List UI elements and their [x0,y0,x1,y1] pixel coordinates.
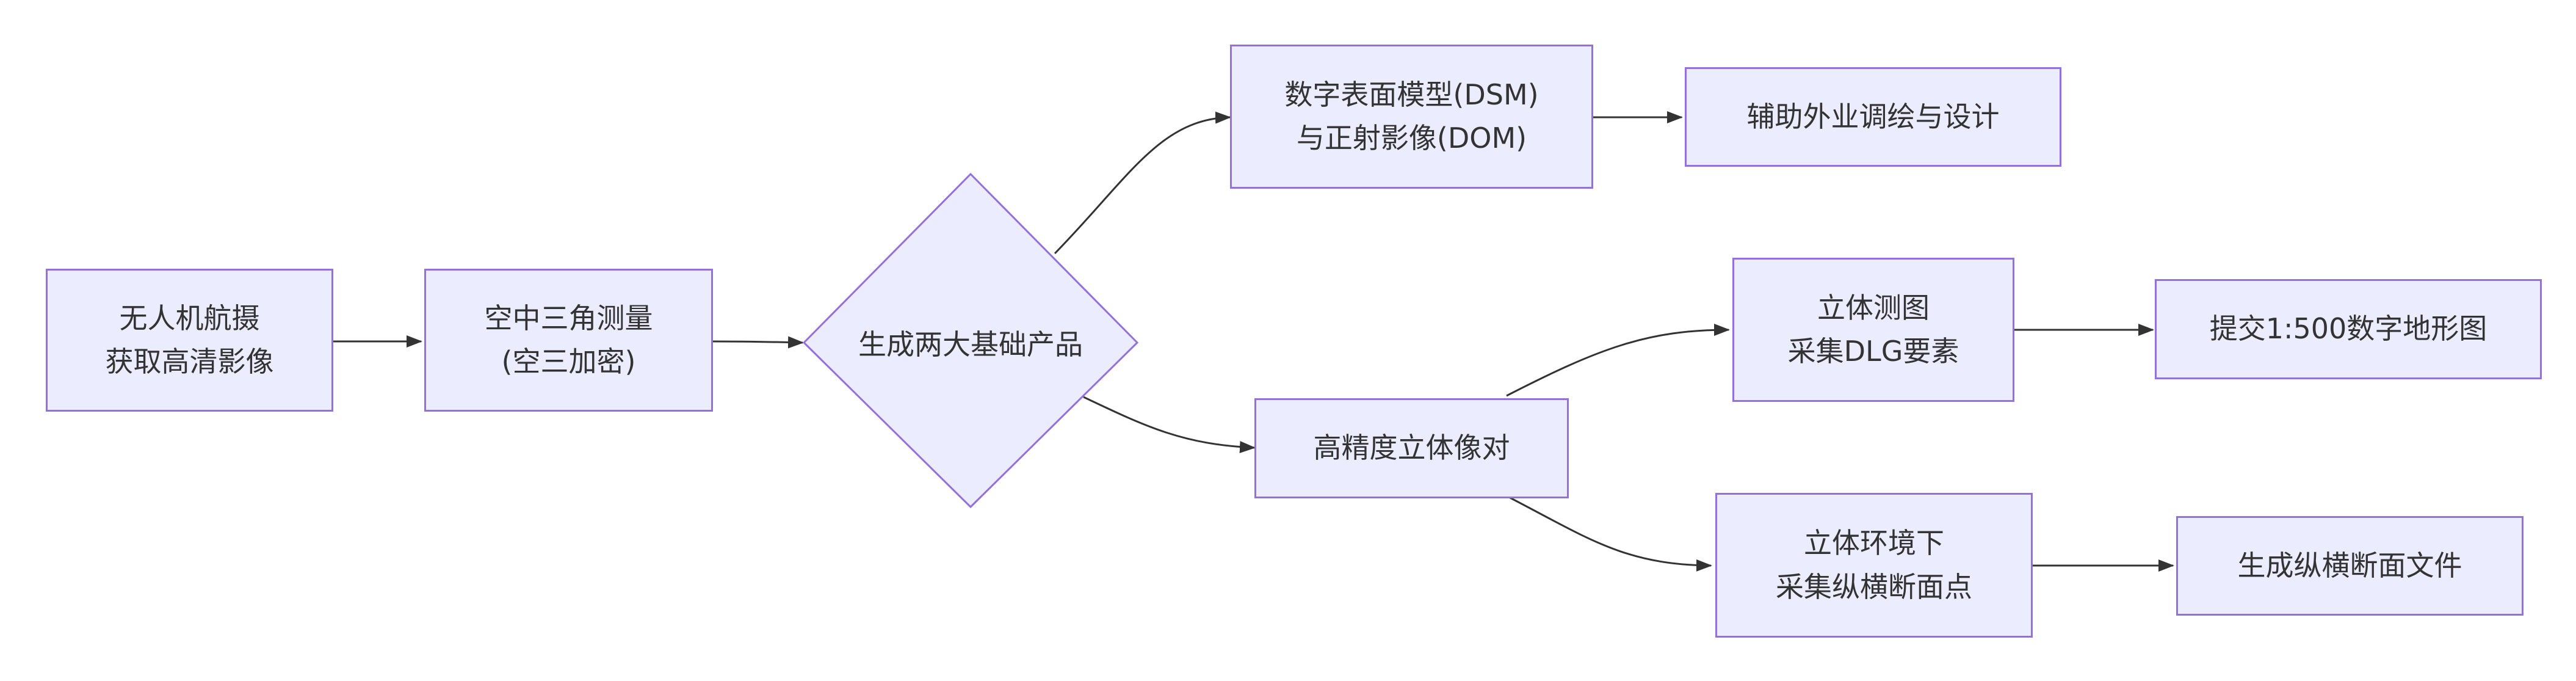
node-uav-imaging: 无人机航摄获取高清影像 [46,269,333,412]
node-section-points: 立体环境下采集纵横断面点 [1715,493,2033,638]
node-dsm-dom: 数字表面模型(DSM)与正射影像(DOM) [1230,45,1593,189]
edge-aero-to-decision [712,336,804,349]
edge-stereo-to-dlg [1506,324,1730,397]
node-dlg-collection: 立体测图采集DLG要素 [1732,258,2014,402]
decision-node-label: 生成两大基础产品 [858,328,1083,361]
node-stereo-pair: 高精度立体像对 [1254,398,1569,498]
node-topo-map: 提交1:500数字地形图 [2155,279,2542,379]
decision-node-shape [802,172,1139,509]
edge-stereo-to-section [1506,495,1712,572]
node-section-files: 生成纵横断面文件 [2176,516,2524,616]
node-fieldwork: 辅助外业调绘与设计 [1685,67,2061,167]
edge-decision-to-stereo [1083,396,1256,453]
node-aerotriangulation: 空中三角测量(空三加密) [424,269,713,412]
edge-decision-to-dsm [1054,111,1231,255]
